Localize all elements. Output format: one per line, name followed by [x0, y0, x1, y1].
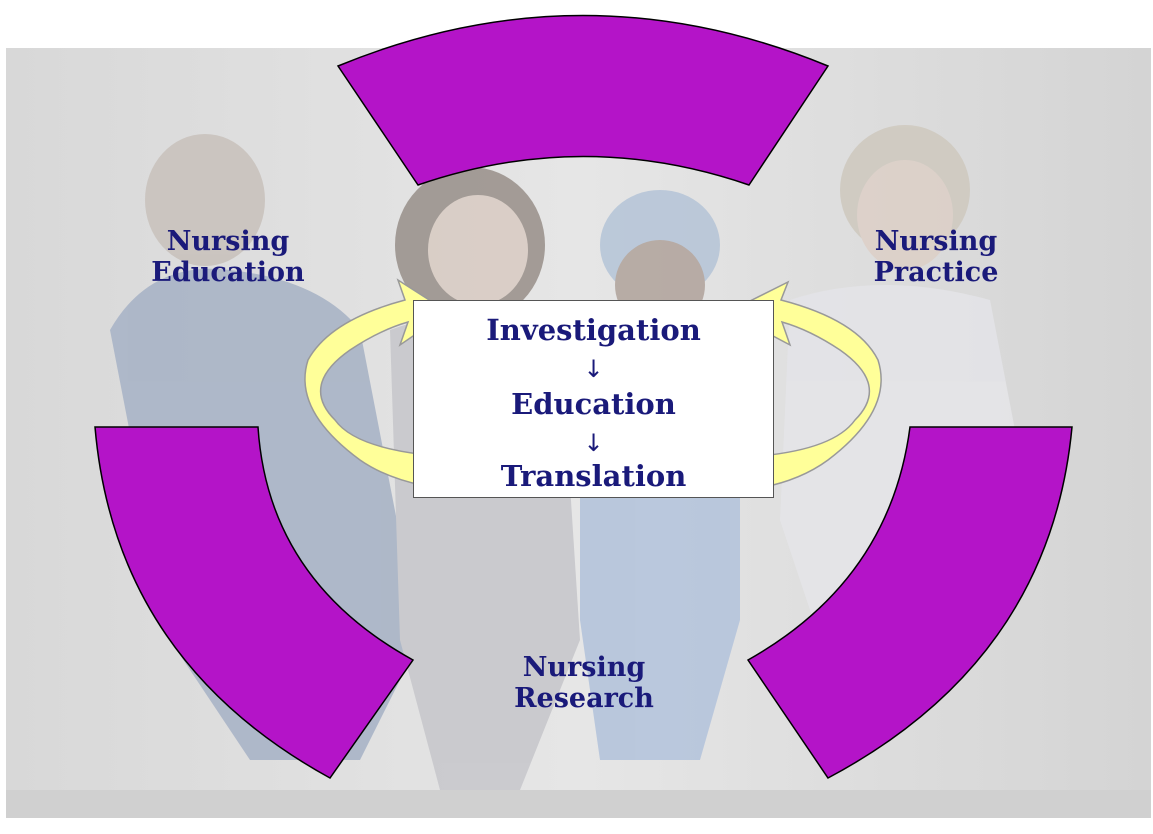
nursing-research-line1: Nursing [522, 652, 646, 683]
nursing-practice-label: Nursing Practice [836, 226, 1036, 288]
nursing-practice-line2: Practice [873, 257, 999, 289]
left-cycle-arrow-icon [304, 278, 476, 493]
step-translation: Translation [500, 459, 687, 493]
down-arrow-icon: ↓ [583, 429, 604, 457]
bottom-right-cycle-segment [746, 426, 1073, 779]
nursing-education-line1: Nursing [166, 226, 290, 257]
process-box: Investigation ↓ Education ↓ Translation [413, 300, 774, 498]
step-investigation: Investigation [486, 313, 701, 347]
nursing-education-label: Nursing Education [128, 226, 328, 288]
person-4-head [857, 160, 953, 270]
step-education: Education [511, 387, 676, 421]
person-2-head [428, 195, 528, 305]
right-cycle-arrow-icon [726, 280, 882, 493]
nursing-education-line2: Education [151, 257, 305, 289]
top-cycle-segment [336, 14, 830, 186]
down-arrow-icon: ↓ [583, 355, 604, 383]
nursing-research-label: Nursing Research [484, 652, 684, 714]
nursing-research-line2: Research [514, 683, 654, 715]
nursing-practice-line1: Nursing [874, 226, 998, 257]
person-1-head [145, 134, 265, 266]
photo-floor-band [6, 790, 1151, 818]
bottom-left-cycle-segment [94, 426, 415, 779]
